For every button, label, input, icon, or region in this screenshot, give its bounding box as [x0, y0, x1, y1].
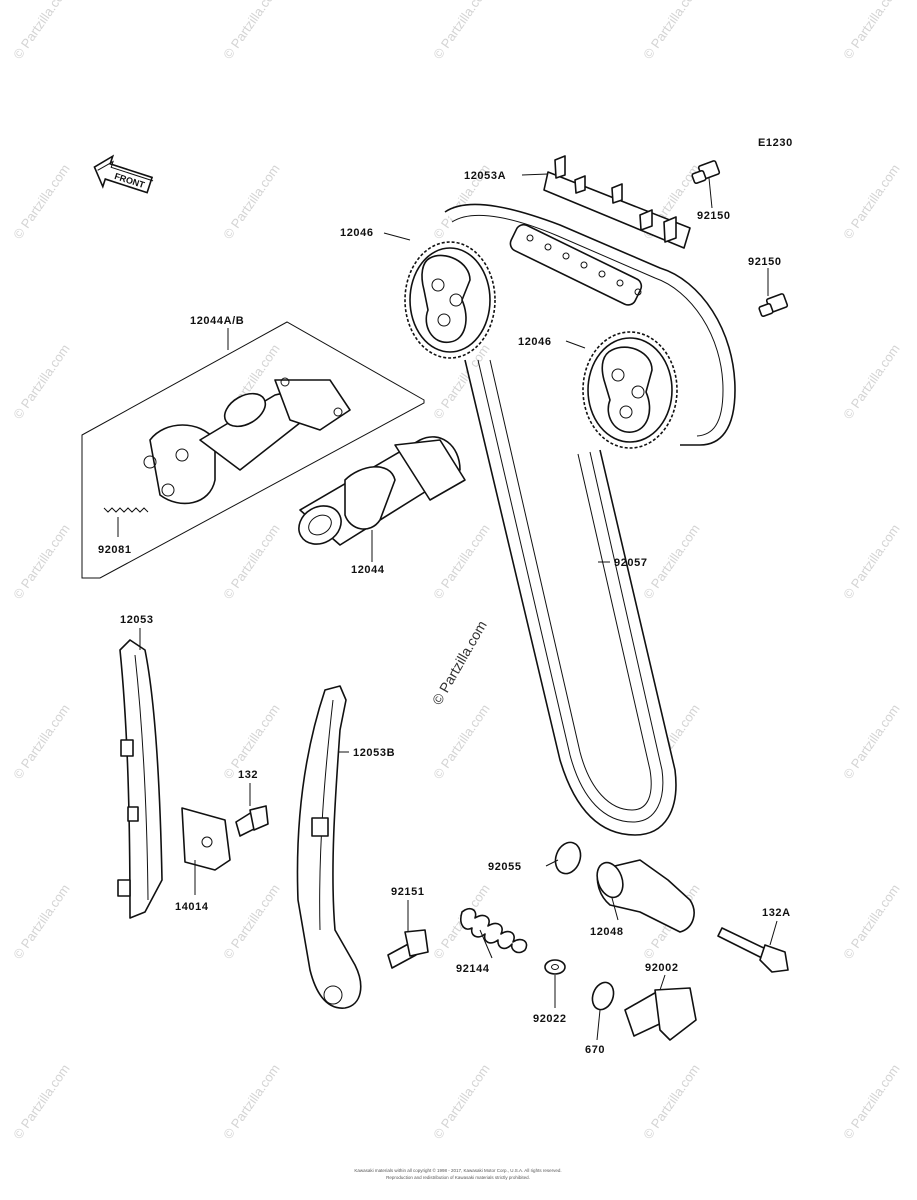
bolt-132 — [235, 805, 269, 837]
label-92055: 92055 — [488, 861, 522, 873]
bolt-132A — [717, 927, 789, 973]
label-92057: 92057 — [614, 557, 648, 569]
watermark-text: © Partzilla.com — [10, 521, 73, 601]
chain-guide-12053B — [296, 685, 362, 1009]
bolt-92151 — [387, 929, 429, 969]
label-92150-top: 92150 — [697, 210, 731, 222]
watermark-text: © Partzilla.com — [10, 1061, 73, 1141]
bolt-92150-right — [758, 293, 789, 317]
watermark-text: © Partzilla.com — [840, 701, 903, 781]
label-92002: 92002 — [645, 962, 679, 974]
center-watermark: © Partzilla.com — [429, 618, 490, 708]
watermark-text: © Partzilla.com — [10, 341, 73, 421]
watermark-text: © Partzilla.com — [640, 0, 703, 62]
watermark-text: © Partzilla.com — [430, 701, 493, 781]
label-12053: 12053 — [120, 614, 154, 626]
watermark-text: © Partzilla.com — [840, 161, 903, 241]
chain-guide-12053 — [117, 639, 163, 919]
sprocket-upper — [404, 241, 496, 359]
bolt-92150-top — [691, 160, 721, 184]
label-12044AB: 12044A/B — [190, 315, 244, 327]
watermark-text: © Partzilla.com — [840, 1061, 903, 1141]
watermark-text: © Partzilla.com — [220, 161, 283, 241]
watermark-text: © Partzilla.com — [10, 701, 73, 781]
label-92150-right: 92150 — [748, 256, 782, 268]
washer-92022 — [544, 959, 566, 975]
cap-bolt-92002 — [624, 987, 697, 1041]
label-12046-upper: 12046 — [340, 227, 374, 239]
footer-copyright: Kawasaki materials within all copyright … — [354, 1167, 561, 1173]
plate-14014 — [181, 807, 231, 871]
tensioner-12048 — [596, 859, 695, 933]
watermark-text: © Partzilla.com — [640, 1061, 703, 1141]
camshaft-12044 — [298, 436, 466, 546]
oring-92055 — [554, 841, 582, 875]
oring-670 — [591, 981, 615, 1011]
chain-links — [509, 223, 643, 306]
label-12053B: 12053B — [353, 747, 395, 759]
label-92081: 92081 — [98, 544, 132, 556]
camshaft-assembly-box — [81, 321, 425, 579]
footer-notice: Reproduction and redistribution of Kawas… — [386, 1175, 530, 1180]
label-12053A: 12053A — [464, 170, 506, 182]
watermark-text: © Partzilla.com — [840, 881, 903, 961]
spring-92081 — [103, 507, 149, 513]
diagram-code: E1230 — [758, 137, 793, 149]
label-92144: 92144 — [456, 963, 490, 975]
label-132A: 132A — [762, 907, 791, 919]
chain-guide-12053A — [543, 155, 691, 249]
label-132: 132 — [238, 769, 258, 781]
watermark-text: © Partzilla.com — [220, 881, 283, 961]
watermark-text: © Partzilla.com — [220, 1061, 283, 1141]
front-arrow-icon: FRONT — [93, 154, 154, 194]
watermark-text: © Partzilla.com — [840, 341, 903, 421]
watermark-text: © Partzilla.com — [430, 1061, 493, 1141]
watermark-text: © Partzilla.com — [840, 521, 903, 601]
watermark-text: © Partzilla.com — [10, 0, 73, 62]
label-12044: 12044 — [351, 564, 385, 576]
leader-lines — [117, 173, 778, 1041]
watermark-text: © Partzilla.com — [430, 0, 493, 62]
watermark-text: © Partzilla.com — [640, 521, 703, 601]
label-14014: 14014 — [175, 901, 209, 913]
watermark-text: © Partzilla.com — [10, 161, 73, 241]
label-92151: 92151 — [391, 886, 425, 898]
watermark-text: © Partzilla.com — [430, 521, 493, 601]
sprocket-lower — [582, 331, 678, 449]
label-92022: 92022 — [533, 1013, 567, 1025]
watermark-text: © Partzilla.com — [220, 521, 283, 601]
watermark-text: © Partzilla.com — [10, 881, 73, 961]
label-12046-lower: 12046 — [518, 336, 552, 348]
label-670: 670 — [585, 1044, 605, 1056]
spring-92144 — [460, 907, 528, 954]
watermark-text: © Partzilla.com — [840, 0, 903, 62]
watermark-text: © Partzilla.com — [220, 0, 283, 62]
label-12048: 12048 — [590, 926, 624, 938]
